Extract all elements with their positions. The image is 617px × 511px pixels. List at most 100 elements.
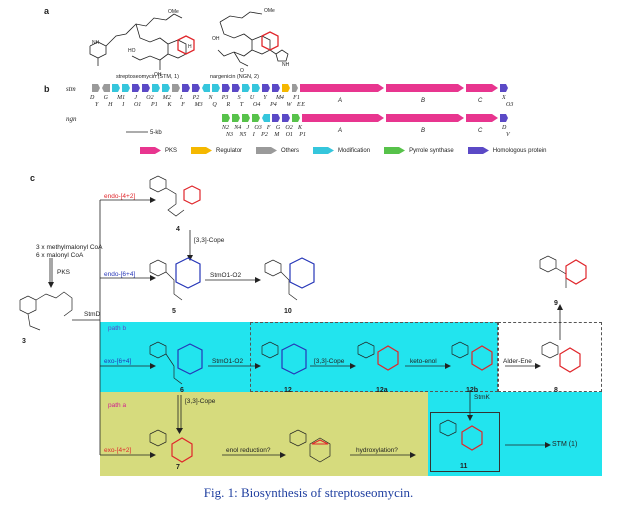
legend-item: Others bbox=[256, 146, 299, 155]
ring-red-12a bbox=[377, 345, 399, 371]
ring-red-12b bbox=[471, 345, 493, 371]
gene-label: Y bbox=[95, 102, 99, 108]
stm-gene-arrows bbox=[92, 84, 508, 92]
gene-label: D bbox=[90, 95, 95, 101]
compound-12b: 12b bbox=[466, 387, 479, 394]
ngn-red-ring bbox=[261, 31, 279, 51]
gene-label: P1 bbox=[151, 102, 158, 108]
ring-red-7 bbox=[171, 437, 193, 463]
legend-label: Pyrrole synthase bbox=[409, 147, 454, 154]
keto-enol-label: keto-enol bbox=[410, 358, 437, 365]
gene-label: M2 bbox=[162, 95, 171, 101]
compound-8: 8 bbox=[554, 387, 558, 394]
legend-label: Regulator bbox=[216, 147, 243, 154]
gene-label: P2 bbox=[192, 95, 200, 101]
gene-label: N3 bbox=[226, 132, 234, 138]
stm-row-label: stm bbox=[66, 85, 76, 93]
gene-label: L bbox=[180, 95, 184, 101]
legend-label: Modification bbox=[338, 147, 371, 154]
stmk-label: StmK bbox=[474, 394, 490, 401]
exo64-label: exo-[6+4] bbox=[104, 358, 132, 365]
gene-label: M bbox=[274, 132, 280, 138]
stm-structure bbox=[89, 13, 187, 70]
figure-caption: Fig. 1: Biosynthesis of streptoseomycin. bbox=[203, 485, 414, 500]
legend-arrow-icon bbox=[384, 147, 406, 154]
molecule-4 bbox=[149, 175, 185, 217]
gene-label: F bbox=[266, 125, 271, 131]
legend-arrow-icon bbox=[467, 147, 489, 154]
gene-a-ngn: A bbox=[337, 128, 342, 134]
ngn-nh-text: NH bbox=[282, 62, 290, 68]
gene-label: G bbox=[103, 95, 108, 101]
gene-label: I bbox=[122, 102, 125, 108]
compound-4: 4 bbox=[176, 226, 180, 233]
path-b-label: path b bbox=[108, 325, 127, 332]
panel-a-structures: NH OMe HO OH H streptoseomycin (STM, 1) … bbox=[89, 8, 290, 80]
gene-label: R bbox=[226, 102, 231, 108]
ngn-oh-text: OH bbox=[212, 36, 220, 42]
gene-label-o3: O3 bbox=[506, 102, 514, 108]
path-b-region bbox=[100, 322, 498, 392]
gene-c-ngn: C bbox=[478, 128, 483, 134]
gene-c-stm: C bbox=[478, 98, 483, 104]
stm-oh-text: OH bbox=[154, 72, 162, 78]
legend-item: Pyrrole synthase bbox=[384, 146, 454, 155]
stm-label: streptoseomycin (STM, 1) bbox=[116, 74, 179, 80]
gene-label: O2 bbox=[146, 95, 154, 101]
gene-label: W bbox=[286, 102, 292, 108]
ngn-gene-arrows bbox=[222, 114, 508, 122]
stm-final-label: STM (1) bbox=[552, 441, 578, 448]
gene-a-stm: A bbox=[337, 98, 342, 104]
compound-3: 3 bbox=[22, 338, 26, 345]
gene-label: Q bbox=[212, 102, 217, 108]
stm-nh-text: NH bbox=[92, 40, 100, 46]
path-a-region bbox=[100, 392, 428, 476]
gene-label: F1 bbox=[293, 95, 300, 101]
legend-label: Others bbox=[281, 147, 300, 154]
stm-ho-text: HO bbox=[128, 48, 136, 54]
gene-label: K bbox=[297, 125, 302, 131]
gene-label: I bbox=[252, 132, 255, 138]
pathway-diagram bbox=[19, 175, 587, 463]
gene-b-stm: B bbox=[421, 98, 425, 104]
start-line-1: 3 x methylmalonyl CoA bbox=[36, 244, 103, 251]
gene-label-v: V bbox=[506, 132, 510, 138]
gene-label: E bbox=[301, 102, 305, 108]
gene-label: O2 bbox=[285, 125, 293, 131]
molecule-6 bbox=[149, 341, 183, 385]
cope-label-2: [3,3]-Cope bbox=[314, 358, 345, 365]
gene-label: O1 bbox=[285, 132, 293, 138]
gene-label: O4 bbox=[253, 102, 261, 108]
gene-label: O1 bbox=[133, 102, 142, 108]
dashed-cope-box bbox=[250, 322, 498, 392]
compound-5: 5 bbox=[172, 308, 176, 315]
molecule-9 bbox=[539, 255, 567, 288]
gene-cluster-map: 5-kb A B C A B C bbox=[92, 84, 508, 136]
gene-label: S bbox=[237, 95, 241, 101]
start-line-2: 6 x malonyl CoA bbox=[36, 252, 84, 259]
scale-text: 5-kb bbox=[150, 130, 162, 136]
cope-label-3: [3,3]-Cope bbox=[185, 398, 216, 405]
legend-arrow-icon bbox=[256, 147, 278, 154]
gene-label: N2 bbox=[222, 125, 230, 131]
ring-red-11 bbox=[461, 425, 483, 451]
gene-label: N5 bbox=[239, 132, 247, 138]
enol-reduction-label: enol reduction? bbox=[226, 447, 271, 454]
gene-label: O3 bbox=[254, 125, 262, 131]
gene-label: J bbox=[134, 95, 138, 101]
stm-ome-text: OMe bbox=[168, 9, 179, 15]
molecule-intermediate-a bbox=[289, 429, 331, 463]
gene-b-ngn: B bbox=[421, 128, 425, 134]
gene-label: P4 bbox=[270, 102, 277, 108]
molecule-3 bbox=[19, 291, 73, 331]
gene-label: J bbox=[246, 125, 250, 131]
exo42-label: exo-[4+2] bbox=[104, 447, 132, 454]
molecule-7 bbox=[149, 429, 167, 447]
compound-6: 6 bbox=[180, 387, 184, 394]
gene-label: P2 bbox=[261, 132, 268, 138]
stm-h-text: H bbox=[188, 44, 192, 50]
cope-label-1: [3,3]-Cope bbox=[194, 237, 225, 244]
